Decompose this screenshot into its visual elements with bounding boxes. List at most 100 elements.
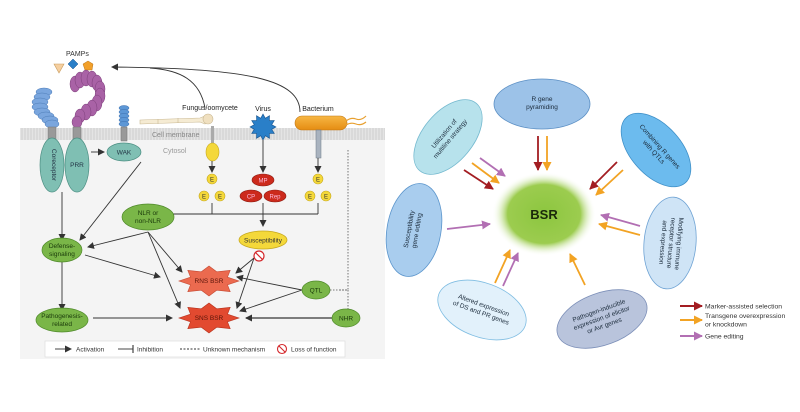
bacterium-to-pamps-arrow: [111, 63, 301, 113]
svg-text:Unknown mechanism: Unknown mechanism: [203, 347, 265, 354]
node-rns-bsr: RNS BSR: [178, 265, 240, 297]
node-nlr: NLR or non-NLR: [121, 203, 175, 231]
mas-legend-label: Marker-assisted selection: [705, 304, 782, 311]
loss-of-function-icon: [253, 250, 265, 262]
pamps-label: PAMPs: [66, 51, 89, 58]
svg-text:E: E: [218, 195, 222, 201]
coreceptor-body: [39, 137, 65, 193]
cytosol-label: Cytosol: [163, 148, 187, 155]
svg-text:related: related: [52, 321, 72, 328]
svg-text:Defense-: Defense-: [49, 243, 75, 250]
combining-transgene-arrow: [595, 169, 624, 196]
bsr-label: BSR: [530, 207, 558, 222]
bacterium-label: Bacterium: [302, 106, 334, 113]
right-panel: BSR R gene pyramiding Combining R genes …: [385, 78, 785, 349]
prr-label: PRR: [70, 162, 84, 169]
svg-text:E: E: [210, 178, 214, 184]
virus: Virus: [249, 106, 277, 173]
svg-text:E: E: [324, 195, 328, 201]
coreceptor-label: Coreceptor: [50, 149, 57, 182]
svg-text:non-NLR: non-NLR: [135, 218, 161, 225]
svg-text:Pathogenesis-: Pathogenesis-: [41, 313, 83, 320]
strategy-arrows: [446, 136, 641, 287]
cp-label: CP: [247, 195, 255, 201]
prr: PRR: [64, 69, 106, 193]
prr-ectodomain: [69, 69, 106, 129]
pamp-diamond-icon: [67, 58, 79, 70]
coreceptor-ectodomain: [31, 87, 60, 129]
transgene-legend-label: Transgene overexpression: [705, 313, 785, 320]
effector-connectors: [161, 203, 319, 227]
multiline-mas-arrow: [463, 169, 494, 190]
fungus-to-pamps-line: [149, 67, 206, 109]
svg-text:NHR: NHR: [339, 316, 353, 323]
svg-text:Inhibition: Inhibition: [137, 347, 163, 354]
strategy-altered-expression: Altered expression of DS and PR genes: [437, 279, 527, 341]
fungus-label: Fungus/oomycete: [182, 105, 238, 112]
pathogen-inducible-transgene-arrow: [569, 253, 586, 286]
virus-label: Virus: [255, 106, 271, 113]
wak: WAK: [106, 105, 142, 162]
loss-of-function-legend-icon: [276, 343, 288, 355]
svg-text:and expression: and expression: [657, 220, 668, 265]
signaling-edges: [58, 161, 333, 322]
svg-text:Activation: Activation: [76, 347, 105, 354]
rep-label: Rep: [269, 195, 281, 201]
prr-body: [64, 137, 90, 193]
gene-editing-legend-label: Gene editing: [705, 334, 744, 341]
strategy-susceptibility-gene-editing: Susceptibility gene editing: [385, 183, 443, 277]
svg-text:E: E: [316, 178, 320, 184]
node-defense-signaling: Defense- signaling: [41, 237, 83, 263]
node-susceptibility: Susceptibility: [238, 230, 288, 250]
bacterial-effectors: E E E: [304, 173, 332, 202]
strategy-pathogen-inducible-expression: Pathogen-inducible expression of elicito…: [556, 289, 648, 349]
svg-text:pyramiding: pyramiding: [526, 104, 558, 111]
combining-mas-arrow: [589, 161, 618, 190]
bacterium: Bacterium: [294, 106, 367, 173]
bacterium-icon: [294, 115, 348, 131]
svg-text:E: E: [202, 195, 206, 201]
left-panel: Cell membrane Cytosol PAMPs Coreceptor: [20, 51, 385, 359]
pamp-triangle-icon: [53, 63, 65, 74]
mp-label: MP: [259, 179, 268, 185]
strategy-multiline: Utilization of multiline strategy: [413, 99, 483, 175]
node-qtl: QTL: [301, 280, 331, 300]
svg-text:R gene: R gene: [532, 96, 553, 103]
svg-text:receptor structure: receptor structure: [665, 217, 676, 269]
bsr-center: [492, 172, 596, 256]
svg-text:Modifying immune: Modifying immune: [673, 217, 685, 271]
virus-proteins: MP CP Rep: [239, 173, 287, 203]
svg-text:E: E: [308, 195, 312, 201]
multiline-gene-editing-arrow: [479, 157, 506, 177]
secretion-system: [315, 129, 322, 159]
fungus: Fungus/oomycete: [139, 105, 238, 173]
multiline-transgene-arrow: [471, 162, 500, 184]
altered-gene-editing-arrow: [502, 252, 519, 287]
svg-text:Loss of function: Loss of function: [291, 347, 337, 354]
fungal-effector-receptor: [205, 142, 220, 162]
pamp-pentagon-icon: [82, 60, 94, 71]
wak-label: WAK: [117, 150, 132, 157]
membrane-label: Cell membrane: [152, 132, 200, 139]
svg-text:QTL: QTL: [310, 288, 323, 295]
transgene-legend-label-2: or knockdown: [705, 322, 747, 329]
cell-membrane: [20, 128, 385, 140]
susceptibility-gene-editing-arrow: [446, 220, 491, 230]
node-sns-bsr: SNS BSR: [178, 302, 240, 334]
svg-text:signaling: signaling: [49, 251, 75, 258]
strategy-r-gene-pyramiding: R gene pyramiding: [493, 78, 591, 130]
right-legend: Marker-assisted selection Transgene over…: [680, 301, 785, 341]
altered-transgene-arrow: [494, 249, 511, 284]
strategy-modifying-immune-receptor: Modifying immune receptor structure and …: [643, 196, 697, 290]
wak-body: [106, 142, 142, 162]
svg-text:NLR or: NLR or: [138, 210, 159, 217]
svg-text:Susceptibility: Susceptibility: [244, 238, 283, 245]
modifying-transgene-arrow: [598, 221, 641, 236]
svg-text:RNS BSR: RNS BSR: [195, 278, 224, 285]
left-legend: Activation Inhibition Unknown mechanism …: [44, 340, 346, 358]
node-nhr: NHR: [331, 308, 361, 328]
coreceptor: Coreceptor: [31, 87, 65, 193]
strategy-combining-r-genes-with-qtls: Combining R genes with QTLs: [620, 112, 692, 188]
svg-text:SNS BSR: SNS BSR: [195, 315, 224, 322]
